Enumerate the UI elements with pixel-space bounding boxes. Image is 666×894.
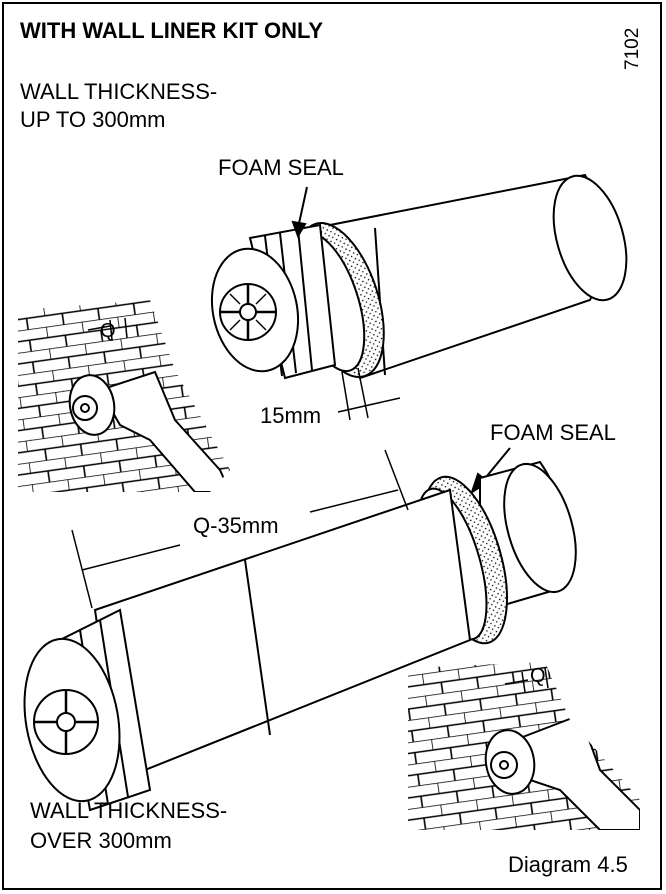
figure-code: 7102 [622, 27, 643, 70]
dim-15mm-lines [337, 367, 401, 421]
foam-seal-label-bottom: FOAM SEAL [490, 420, 616, 445]
right-wall-inset [408, 662, 640, 830]
dim-q35-label: Q-35mm [193, 513, 279, 538]
wall-thin-line2: UP TO 300mm [20, 107, 166, 132]
dim-q35-lines [71, 449, 409, 609]
wall-thick-line1: WALL THICKNESS- [30, 798, 228, 823]
heading: WITH WALL LINER KIT ONLY [20, 18, 324, 43]
wall-thin-line1: WALL THICKNESS- [20, 79, 218, 104]
wall-thick-line2: OVER 300mm [30, 828, 172, 853]
diagram-caption: Diagram 4.5 [508, 852, 628, 877]
dim-q-right-label: Q [530, 665, 546, 687]
foam-seal-label-top: FOAM SEAL [218, 155, 344, 180]
left-wall-inset [18, 300, 230, 492]
dim-q-left-label: Q [100, 320, 116, 342]
dim-15mm-label: 15mm [260, 403, 322, 428]
upper-terminal-drawing [210, 173, 628, 380]
lower-terminal-drawing [23, 460, 577, 812]
